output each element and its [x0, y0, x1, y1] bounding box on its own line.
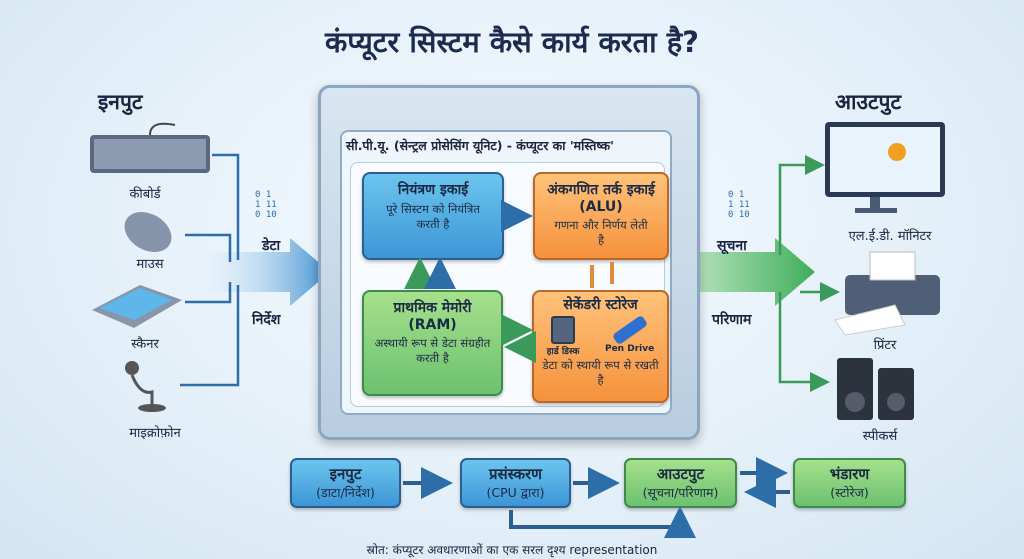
- source-note: स्रोत: कंप्यूटर अवधारणाओं का एक सरल दृश्…: [366, 543, 658, 557]
- ram-desc: अस्थायी रूप से डेटा संग्रहीत करती है: [374, 336, 491, 365]
- flow-title: प्रसंस्करण: [488, 465, 542, 483]
- cpu-header: सी.पी.यू. (सेन्ट्रल प्रोसेसिंग यूनिट) - …: [346, 138, 614, 153]
- flow-sub: (CPU द्वारा): [486, 485, 545, 500]
- input-big-arrow: [200, 238, 330, 306]
- microphone-icon: [125, 361, 166, 412]
- secondary-storage-box: सेकेंडरी स्टोरेज हार्ड डिस्क Pen Drive ड…: [532, 290, 669, 403]
- scanner-icon: [92, 285, 182, 328]
- output-heading: आउटपुट: [835, 90, 902, 114]
- device-label: माइक्रोफ़ोन: [129, 426, 181, 441]
- binary-icon: 0 1 1 11 0 10: [255, 190, 277, 220]
- flow-label-information: सूचना: [717, 238, 747, 254]
- speakers-icon: [837, 358, 914, 420]
- flow-box-processing: प्रसंस्करण (CPU द्वारा): [460, 458, 571, 508]
- printer-icon: [834, 251, 940, 336]
- hard-disk-icon: [551, 316, 576, 344]
- alu-desc: गणना और निर्णय लेती है: [554, 218, 648, 247]
- binary-icon: 0 1 1 11 0 10: [728, 190, 750, 220]
- flow-box-input: इनपुट (डाटा/निर्देश): [290, 458, 401, 508]
- flow-label-data: डेटा: [262, 238, 281, 254]
- alu-box: अंकगणित तर्क इकाई (ALU) गणना और निर्णय ल…: [533, 172, 669, 260]
- alu-title: अंकगणित तर्क इकाई (ALU): [547, 182, 655, 215]
- pen-drive-label: Pen Drive: [604, 344, 655, 354]
- flow-sub: (स्टोरेज): [830, 485, 869, 500]
- device-label: प्रिंटर: [873, 338, 897, 353]
- monitor-icon: [825, 122, 945, 213]
- device-label: एल.ई.डी. मॉनिटर: [848, 229, 932, 244]
- storage-title: सेकेंडरी स्टोरेज: [563, 297, 638, 313]
- flow-box-output: आउटपुट (सूचना/परिणाम): [624, 458, 737, 508]
- device-label: स्कैनर: [131, 337, 159, 352]
- device-label: माउस: [136, 257, 164, 272]
- keyboard-icon: [90, 122, 210, 173]
- flow-sub: (सूचना/परिणाम): [642, 485, 719, 500]
- hdd-label: हार्ड डिस्क: [546, 347, 580, 357]
- flow-label-instructions: निर्देश: [252, 312, 281, 328]
- flow-title: इनपुट: [329, 465, 362, 483]
- control-desc: पूरे सिस्टम को नियंत्रित करती है: [386, 202, 480, 231]
- control-title: नियंत्रण इकाई: [397, 182, 469, 198]
- flow-sub: (डाटा/निर्देश): [316, 485, 375, 500]
- input-heading: इनपुट: [98, 90, 143, 114]
- flow-box-storage: भंडारण (स्टोरेज): [793, 458, 906, 508]
- ram-title: प्राथमिक मेमोरी (RAM): [393, 300, 472, 333]
- storage-desc: डेटा को स्थायी रूप से रखती है: [542, 358, 659, 387]
- ram-box: प्राथमिक मेमोरी (RAM) अस्थायी रूप से डेट…: [362, 290, 503, 396]
- device-label: स्पीकर्स: [862, 429, 898, 444]
- mouse-icon: [124, 212, 172, 252]
- flow-title: भंडारण: [829, 465, 870, 483]
- device-label: कीबोर्ड: [129, 187, 161, 202]
- output-big-arrow: [690, 238, 815, 306]
- flow-label-result: परिणाम: [712, 312, 752, 328]
- flow-title: आउटपुट: [656, 465, 705, 483]
- page-title: कंप्यूटर सिस्टम कैसे कार्य करता है?: [324, 25, 699, 59]
